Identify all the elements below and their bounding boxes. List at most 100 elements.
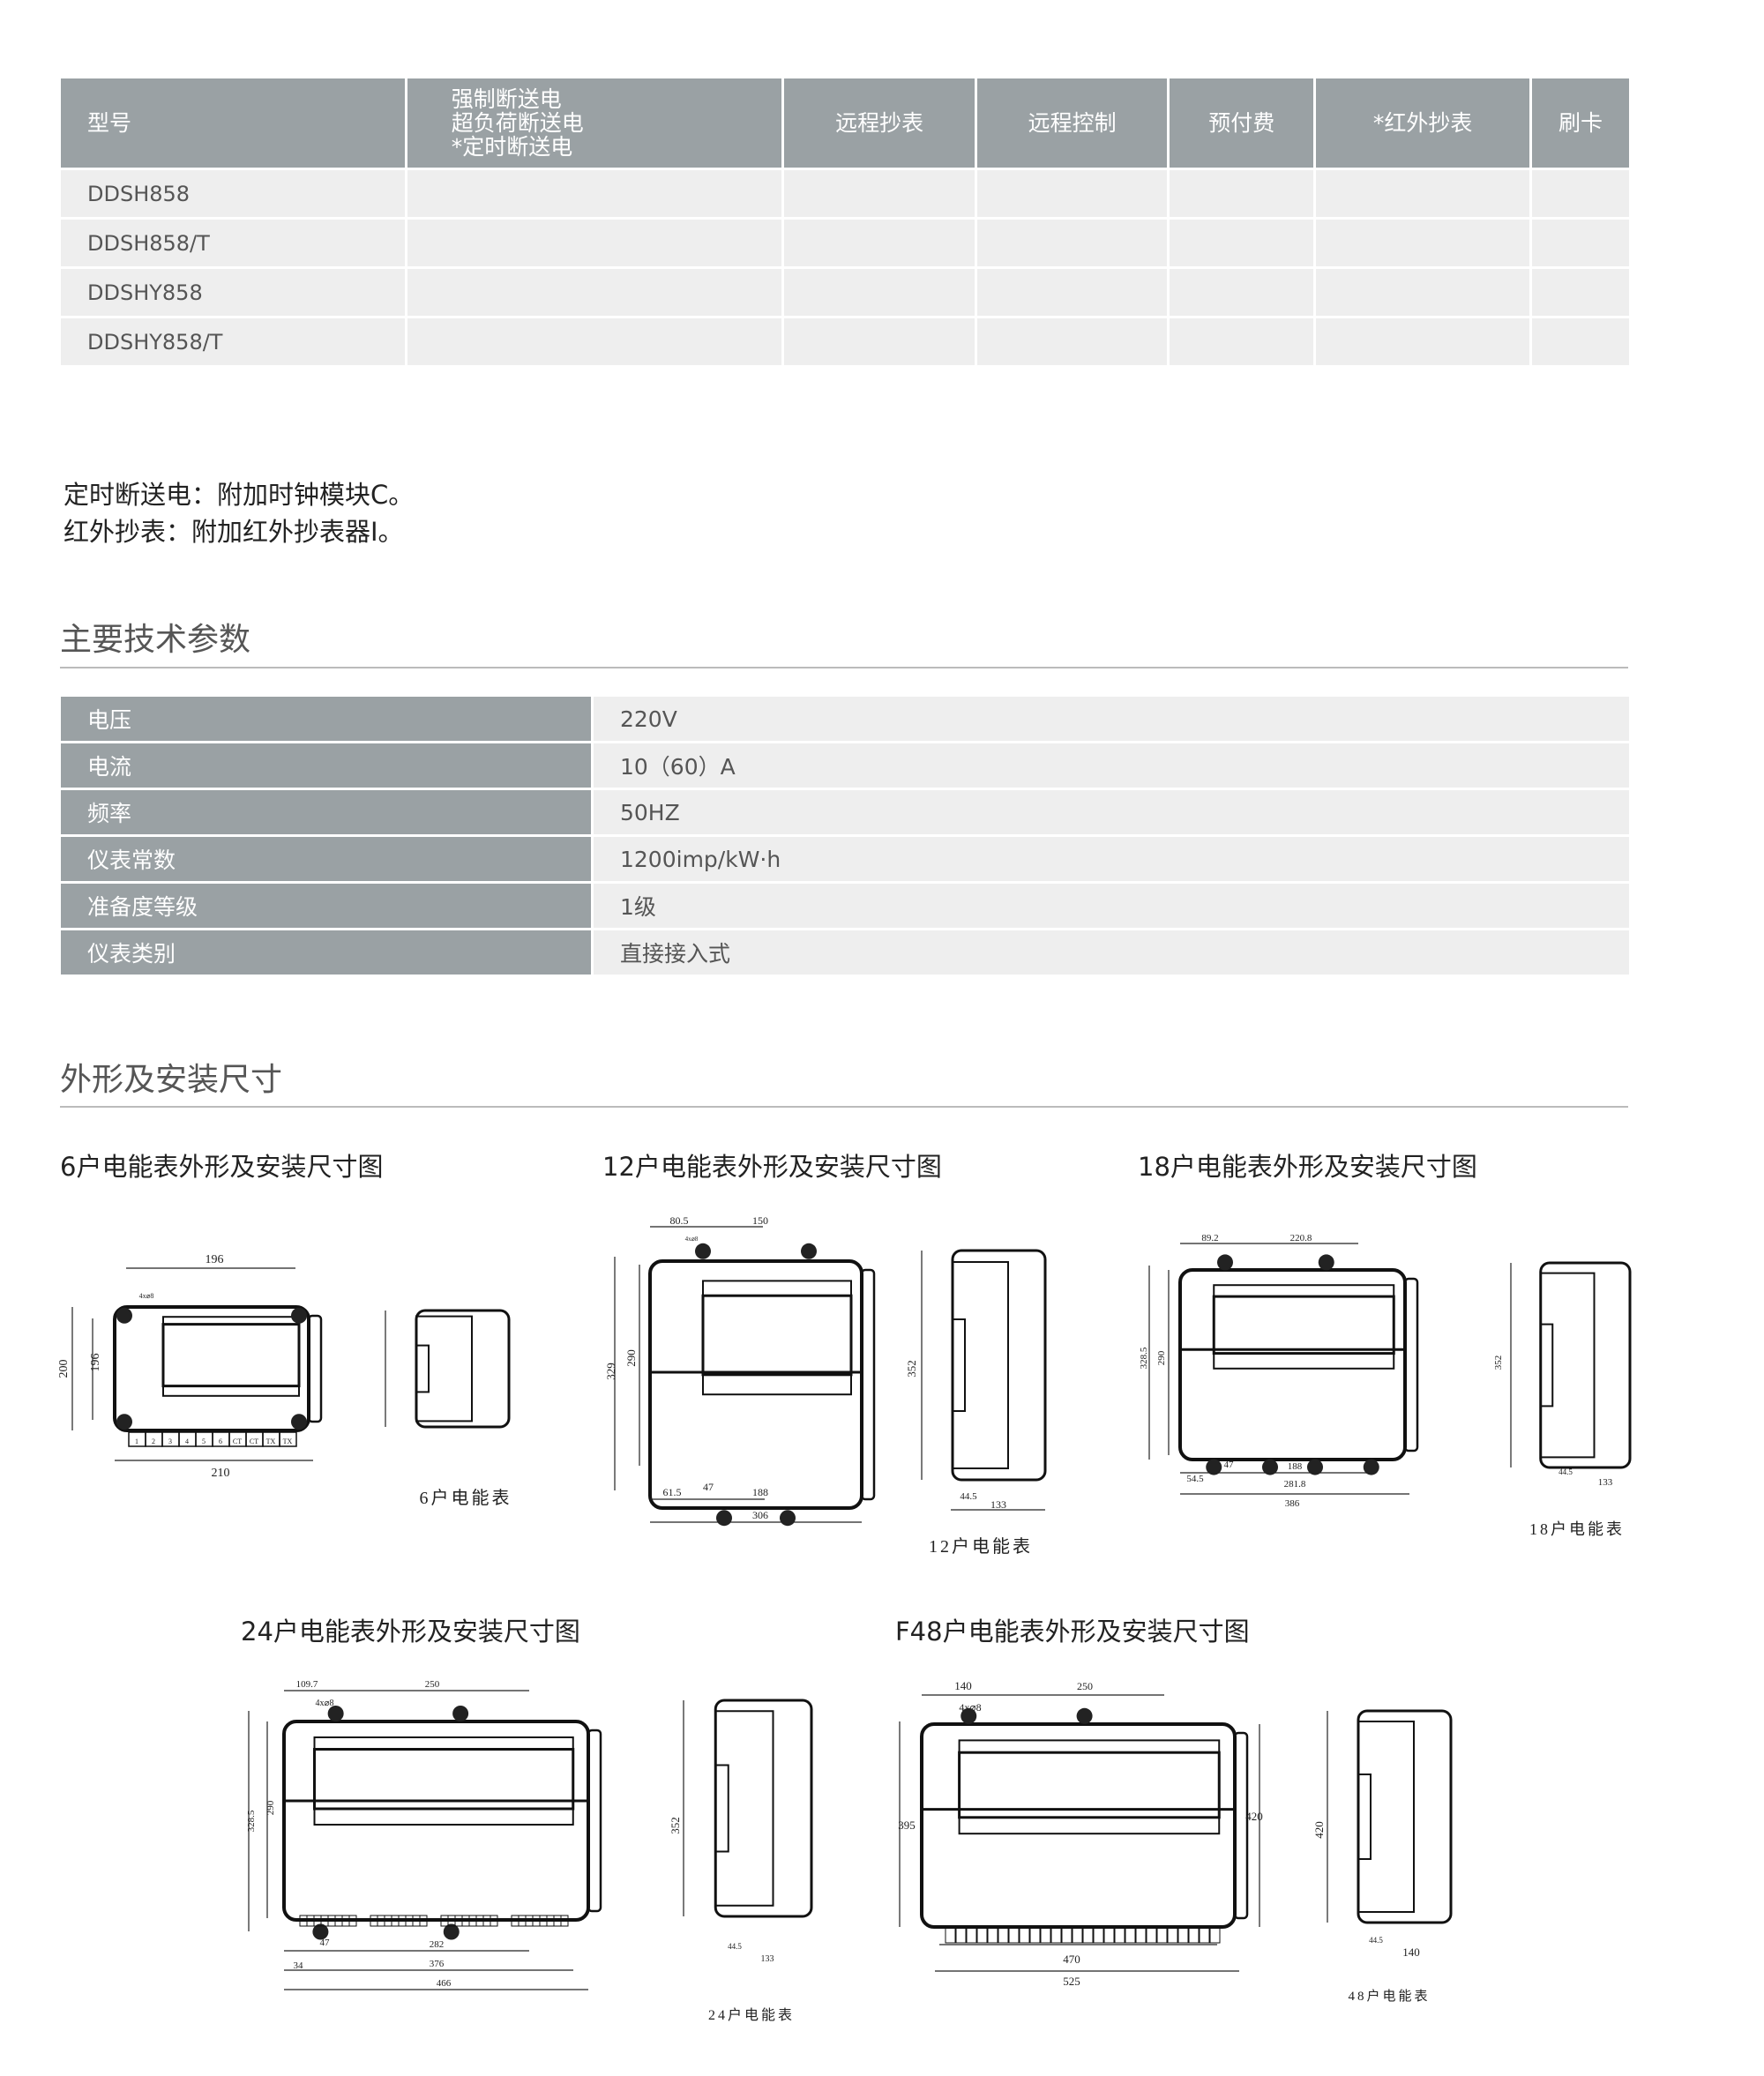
dimension-label: 250 (425, 1679, 440, 1690)
dimension-label: 44.5 (960, 1491, 977, 1502)
divider (60, 1106, 1628, 1108)
feature-cell (1170, 318, 1314, 365)
param-label: 准备度等级 (61, 884, 591, 928)
meter-side-panel (952, 1261, 1009, 1469)
meter-side-slot (1357, 1774, 1372, 1860)
dimension-label: 47 (320, 1938, 331, 1948)
mount-hole (116, 1307, 132, 1324)
terminal (1188, 1926, 1200, 1944)
meter-window (162, 1385, 300, 1397)
terminal (1135, 1926, 1147, 1944)
feature-cell (1316, 220, 1530, 266)
dimension-label: 200 (57, 1360, 71, 1378)
terminal (976, 1926, 988, 1944)
col-header-power-control: 强制断送电 超负荷断送电 *定时断送电 (407, 78, 782, 168)
dimension-label: 4x⌀8 (959, 1701, 981, 1714)
dimension-label: 80.5 (670, 1214, 689, 1227)
header-line: 强制断送电 (451, 86, 562, 112)
col-header-prepaid: 预付费 (1170, 78, 1314, 168)
terminal (1156, 1926, 1168, 1944)
col-header-remote-control: 远程控制 (976, 78, 1168, 168)
terminal-label: CT (233, 1438, 242, 1445)
table-row: DDSH858 (61, 170, 1629, 217)
feature-cell (1316, 269, 1530, 316)
feature-cell (1532, 269, 1629, 316)
terminal (1029, 1926, 1041, 1944)
feature-cell (784, 318, 975, 365)
drawing-caption: 48户电能表 (1348, 1989, 1430, 2004)
dimension-label: 89.2 (1201, 1233, 1218, 1243)
terminal (1008, 1926, 1020, 1944)
meter-side-slot (952, 1318, 966, 1412)
drawing-caption: 12户电能表 (929, 1536, 1033, 1557)
note-infrared: 红外抄表：附加红外抄表器I。 (64, 517, 404, 547)
terminal (966, 1926, 977, 1944)
dimension-label: 4x⌀8 (685, 1236, 699, 1243)
feature-cell (976, 170, 1168, 217)
dimension-label: 47 (1224, 1460, 1235, 1470)
meter-body (920, 1722, 1237, 1929)
feature-cell (407, 318, 782, 365)
dimension-label: 188 (752, 1486, 768, 1498)
dimension-label: 466 (437, 1978, 452, 1989)
meter-body (648, 1259, 863, 1510)
dimension-label: 109.7 (296, 1679, 318, 1690)
feature-cell (1532, 220, 1629, 266)
dimension-label: 196 (89, 1354, 102, 1372)
dimension-label: 290 (265, 1800, 276, 1815)
feature-cell (784, 170, 975, 217)
terminal-label: CT (250, 1438, 258, 1445)
meter-window (702, 1280, 852, 1297)
dimension-label: 395 (898, 1818, 916, 1832)
meter-side-rail (860, 1268, 876, 1501)
drawing-caption: 24户电能表 (708, 2007, 795, 2023)
feature-cell (784, 220, 975, 266)
note-timer: 定时断送电：附加时钟模块C。 (64, 480, 415, 510)
dimension-label: 150 (752, 1214, 768, 1227)
terminal (1146, 1926, 1157, 1944)
dimension-label: 54.5 (1186, 1474, 1204, 1484)
dimension-label: 306 (752, 1509, 768, 1521)
dimension-label: 281.8 (1284, 1479, 1306, 1490)
terminal (1209, 1926, 1221, 1944)
dimension-label: 133 (761, 1954, 774, 1964)
mount-hole (960, 1707, 977, 1724)
dimension-label: 140 (1402, 1945, 1420, 1959)
mount-hole (695, 1243, 711, 1259)
terminal-label: 6 (219, 1438, 222, 1445)
model-cell: DDSHY858/T (61, 318, 405, 365)
param-row: 仪表类别直接接入式 (61, 930, 1629, 975)
mount-hole (327, 1706, 344, 1721)
meter-side-body (951, 1249, 1047, 1482)
meter-side-body (1357, 1709, 1453, 1924)
terminal (348, 1915, 357, 1927)
param-value: 1200imp/kW·h (594, 837, 1629, 881)
meter-side-panel (1539, 1272, 1596, 1459)
param-value: 直接接入式 (594, 930, 1629, 975)
drawing-title-18: 18户电能表外形及安装尺寸图 (1138, 1152, 1477, 1182)
terminal (279, 1431, 297, 1447)
dimension-label: 328.5 (246, 1810, 257, 1832)
dimension-label: 328.5 (1139, 1347, 1149, 1369)
dimension-label: 133 (1598, 1477, 1613, 1488)
meter-window (701, 1294, 853, 1377)
mount-hole (291, 1307, 307, 1324)
feature-cell (976, 269, 1168, 316)
meter-window (958, 1739, 1221, 1754)
meter-side-panel (714, 1710, 774, 1907)
mount-hole (1217, 1254, 1233, 1271)
terminal (1040, 1926, 1051, 1944)
terminal-label: 1 (135, 1438, 138, 1445)
dimension-label: 420 (1245, 1810, 1263, 1823)
dimension-label: 250 (1077, 1680, 1093, 1692)
model-cell: DDSH858 (61, 170, 405, 217)
table-row: DDSHY858/T (61, 318, 1629, 365)
feature-cell (1170, 269, 1314, 316)
dimension-label: 352 (905, 1360, 918, 1378)
terminal (1199, 1926, 1210, 1944)
feature-cell (1316, 170, 1530, 217)
drawing-caption: 6户电能表 (420, 1488, 512, 1508)
